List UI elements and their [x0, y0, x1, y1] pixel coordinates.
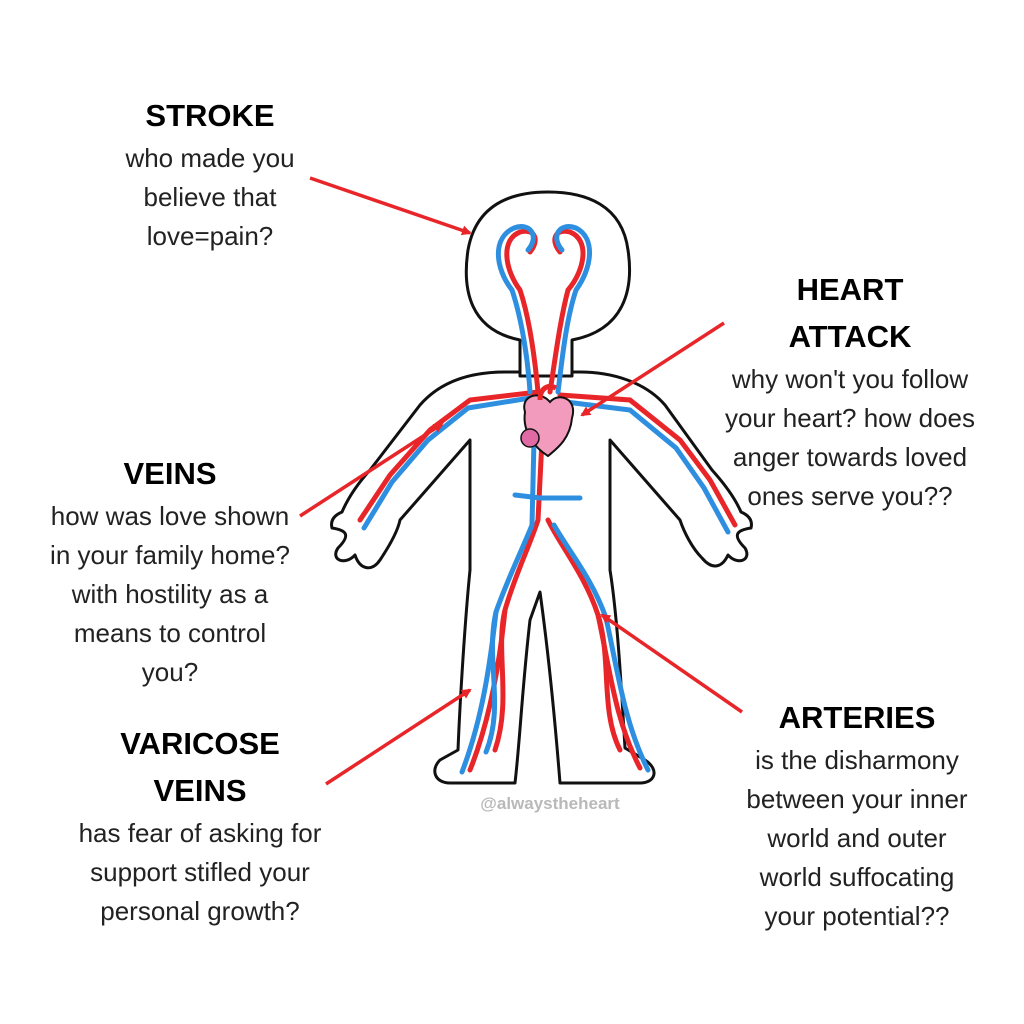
- label-varicose-veins-title: VARICOSE: [120, 726, 280, 761]
- label-arteries-line: world and outer: [767, 823, 947, 853]
- heart-illustration: [520, 384, 575, 458]
- label-heart-attack-line: anger towards loved: [732, 442, 968, 472]
- watermark-handle: @alwaystheheart: [480, 794, 620, 813]
- arrows: [299, 176, 743, 786]
- body-outline: [330, 370, 753, 785]
- label-stroke: STROKE who made you believe that love=pa…: [80, 92, 340, 256]
- label-varicose-veins-title: VEINS: [153, 773, 247, 808]
- label-veins-line: means to control: [73, 618, 267, 648]
- arrow-veins: [299, 422, 444, 518]
- label-varicose-veins-line: personal growth?: [100, 896, 300, 926]
- label-heart-attack: HEART ATTACK why won't you follow your h…: [700, 266, 1000, 516]
- label-stroke-line: who made you: [125, 143, 295, 173]
- arrow-stroke: [309, 176, 472, 236]
- label-arteries-line: is the disharmony: [755, 745, 959, 775]
- label-veins-title: VEINS: [123, 456, 217, 491]
- label-arteries-line: your potential??: [764, 901, 950, 931]
- label-varicose-veins-line: support stifled your: [90, 857, 310, 887]
- label-heart-attack-line: your heart? how does: [724, 403, 976, 433]
- head-outline: [464, 190, 632, 378]
- label-arteries-line: between your inner: [746, 784, 968, 814]
- label-veins-line: you?: [141, 657, 199, 687]
- label-veins-line: how was love shown: [50, 501, 290, 531]
- label-heart-attack-line: ones serve you??: [747, 481, 953, 511]
- label-stroke-line: love=pain?: [146, 221, 274, 251]
- arrow-varicose-veins: [325, 688, 472, 786]
- arrow-heart-attack: [580, 321, 725, 417]
- label-arteries-title: ARTERIES: [778, 700, 936, 735]
- label-varicose-veins: VARICOSE VEINS has fear of asking for su…: [50, 720, 350, 931]
- label-heart-attack-title: ATTACK: [788, 319, 912, 354]
- label-veins: VEINS how was love shown in your family …: [20, 450, 320, 692]
- label-heart-attack-title: HEART: [796, 272, 904, 307]
- label-arteries: ARTERIES is the disharmony between your …: [712, 694, 1002, 936]
- label-heart-attack-line: why won't you follow: [731, 364, 969, 394]
- label-varicose-veins-line: has fear of asking for: [78, 818, 322, 848]
- arrow-arteries: [600, 613, 743, 714]
- label-veins-line: in your family home?: [50, 540, 290, 570]
- label-stroke-title: STROKE: [145, 98, 275, 133]
- label-arteries-line: world suffocating: [759, 862, 955, 892]
- label-stroke-line: believe that: [143, 182, 277, 212]
- label-veins-line: with hostility as a: [71, 579, 269, 609]
